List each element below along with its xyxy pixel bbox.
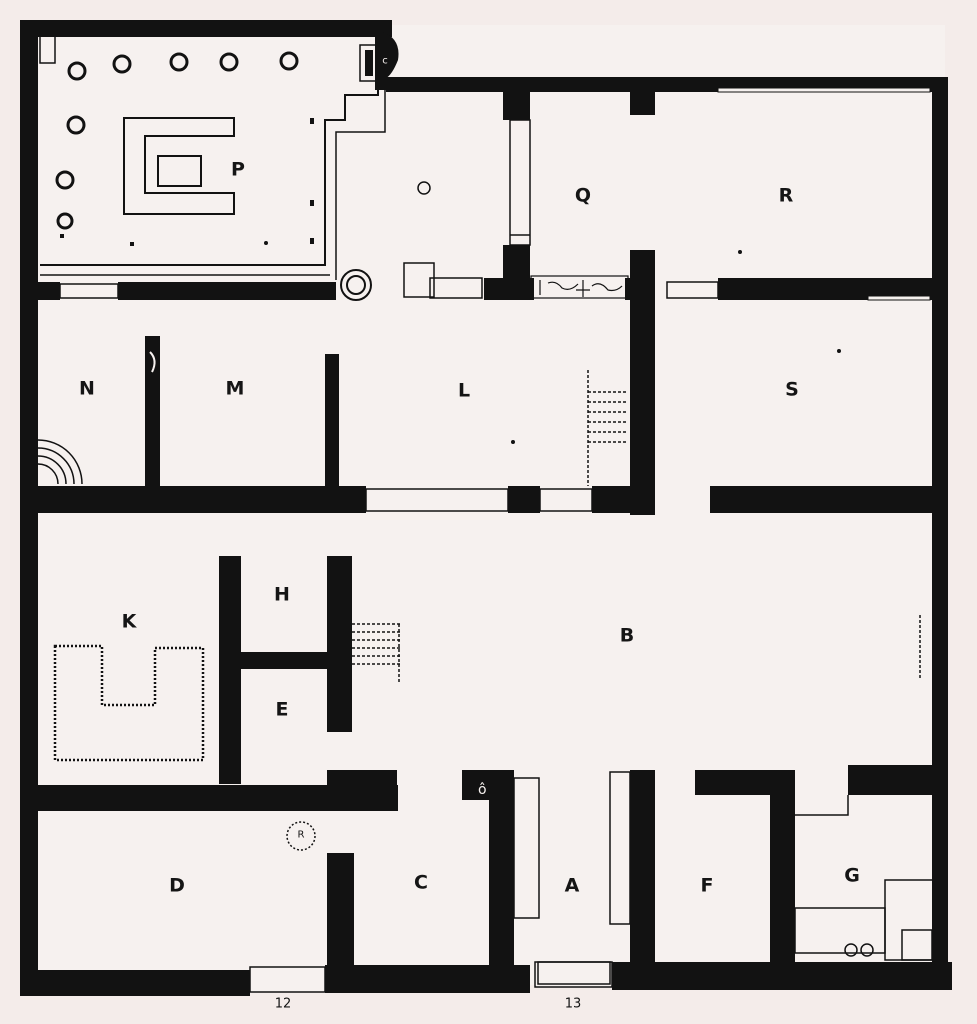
r-marker-label: R [297, 829, 305, 841]
r-circle-marker [286, 821, 316, 851]
entrance-number-13: 13 [564, 996, 582, 1012]
room-label-r: R [778, 184, 794, 207]
room-label-h: H [274, 583, 290, 606]
outer-wall-left [20, 20, 38, 995]
room-o-details [340, 119, 531, 301]
room-label-p: P [231, 158, 245, 181]
room-label-n: N [79, 377, 95, 400]
room-label-e: E [275, 698, 289, 721]
frieze [530, 275, 629, 299]
walls [20, 20, 952, 996]
peristyle-details [39, 34, 386, 280]
room-label-m: M [225, 377, 245, 400]
stairs-b [352, 615, 921, 682]
room-label-d: D [169, 874, 185, 897]
room-label-c: C [414, 871, 428, 894]
room-label-a: A [564, 874, 580, 897]
k-dotted-outline [53, 644, 205, 762]
room-label-g: G [844, 864, 860, 887]
room-label-s: S [785, 378, 799, 401]
room-label-k: K [121, 610, 137, 633]
outer-wall-bottom-left [20, 970, 250, 996]
svg-text:ô: ô [478, 782, 487, 798]
room-label-b: B [619, 624, 635, 647]
columns [55, 51, 299, 230]
outer-wall-top-left [22, 20, 392, 37]
outer-wall-bottom-right [612, 962, 952, 990]
stairs-l [587, 370, 628, 486]
a-benches [513, 771, 631, 985]
room-label-l: L [457, 379, 471, 402]
n-arcs [37, 439, 83, 485]
entrance-number-12: 12 [274, 996, 292, 1012]
outer-wall-right [932, 77, 948, 987]
c-marker-label: c [382, 55, 388, 67]
thresholds [59, 281, 719, 993]
room-label-q: Q [574, 184, 592, 207]
room-label-f: F [700, 874, 714, 897]
outer-wall-top-corner [375, 30, 399, 90]
g-kitchen [794, 795, 936, 961]
